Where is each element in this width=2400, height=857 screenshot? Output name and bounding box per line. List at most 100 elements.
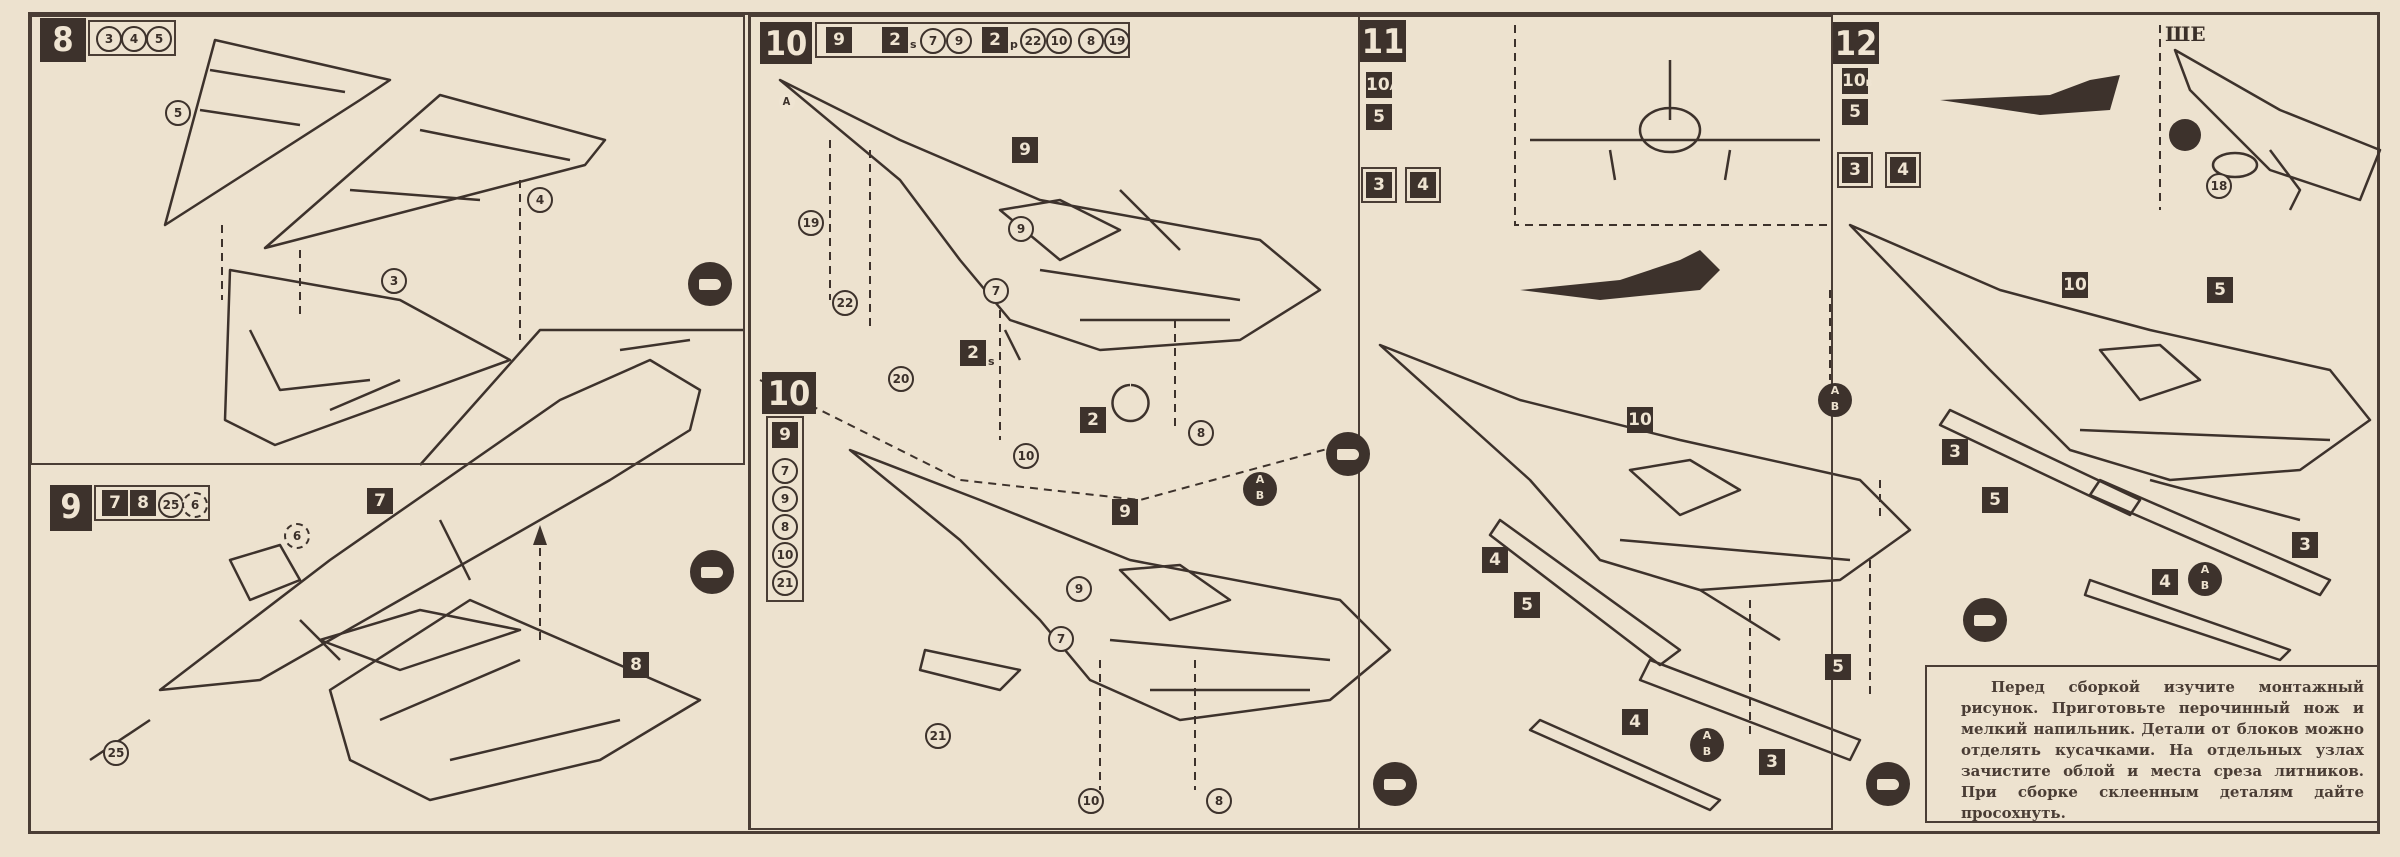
- part-8: 8: [1078, 28, 1104, 54]
- callout-3: 3: [381, 268, 407, 294]
- step-12-number: 12: [1833, 22, 1879, 64]
- list-part-9: 9: [772, 486, 798, 512]
- wing-part-4: [263, 93, 607, 250]
- instruction-sheet: [28, 12, 2380, 834]
- glue-tube-icon: [688, 262, 732, 306]
- fuselage-drawing: [89, 338, 702, 802]
- list-subassembly-4: 4: [1405, 167, 1441, 203]
- callout-5b: 5: [1825, 654, 1851, 680]
- subassembly-2p: 2: [982, 27, 1008, 53]
- callout-4b: 4: [1622, 709, 1648, 735]
- glue-tube-icon: [1326, 432, 1370, 476]
- aircraft-12-drawing: [1848, 223, 2372, 662]
- glue-tube-icon: [690, 550, 734, 594]
- aircraft-11-drawing: [1378, 343, 1912, 812]
- list-part-21: 21: [772, 570, 798, 596]
- front-view-drawing: [1530, 60, 1820, 181]
- step-9-number: 9: [50, 485, 92, 531]
- callout-8: 8: [1206, 788, 1232, 814]
- callout-9: 9: [1012, 137, 1038, 163]
- callout-10: 10: [1627, 407, 1653, 433]
- callout-22: 22: [832, 290, 858, 316]
- part-19: 19: [1104, 28, 1130, 54]
- part-10: 10: [1046, 28, 1072, 54]
- glue-tube-icon: [1373, 762, 1417, 806]
- wing-part-3: [223, 268, 512, 447]
- callout-3: 3: [1942, 439, 1968, 465]
- suffix-s: s: [910, 38, 917, 51]
- list-subassembly-4: 4: [1885, 152, 1921, 188]
- step-10a-parts: [815, 22, 1130, 58]
- callout-4: 4: [1482, 547, 1508, 573]
- callout-4: 4: [2152, 569, 2178, 595]
- callout-2s: 2: [960, 340, 986, 366]
- callout-6: 6: [284, 523, 310, 549]
- side-silhouette-12: [1940, 75, 2120, 115]
- list-subassembly-5: 5: [1842, 99, 1868, 125]
- callout-3: 3: [1759, 749, 1785, 775]
- callout-4: 4: [527, 187, 553, 213]
- callout-20: 20: [888, 366, 914, 392]
- list-part-10: 10: [772, 542, 798, 568]
- callout-25: 25: [103, 740, 129, 766]
- list-part-8: 8: [772, 514, 798, 540]
- part-3: 3: [96, 26, 122, 52]
- callout-5: 5: [165, 100, 191, 126]
- callout-5b: 5: [1982, 487, 2008, 513]
- list-part-7: 7: [772, 458, 798, 484]
- part-9: 9: [946, 28, 972, 54]
- step-8-panel: [30, 15, 745, 465]
- callout-3b: 3: [2292, 532, 2318, 558]
- part-7: 7: [920, 28, 946, 54]
- step-11-panel: [1358, 15, 1833, 830]
- aircraft-10b-drawing: [848, 448, 1392, 790]
- callout-5: 5: [2207, 277, 2233, 303]
- callout-7: 7: [983, 278, 1009, 304]
- step-10a-number: 10A: [760, 22, 812, 110]
- aircraft-10a-drawing: [778, 78, 1322, 440]
- callout-7: 7: [367, 488, 393, 514]
- subassembly-8: 8: [130, 490, 156, 516]
- subassembly-7: 7: [102, 490, 128, 516]
- list-subassembly-3: 3: [1837, 152, 1873, 188]
- callout-8: 8: [623, 652, 649, 678]
- callout-9: 9: [1066, 576, 1092, 602]
- callout-2: 2: [1080, 407, 1106, 433]
- callout-5: 5: [1514, 592, 1540, 618]
- callout-9: 9: [1112, 499, 1138, 525]
- part-4: 4: [121, 26, 147, 52]
- list-subassembly-9: 9: [772, 422, 798, 448]
- subassembly-2s: 2: [882, 27, 908, 53]
- glue-tube-icon: [1963, 598, 2007, 642]
- callout-9: 9: [1008, 216, 1034, 242]
- subassembly-9: 9: [826, 27, 852, 53]
- list-subassembly-10a: 10A: [1366, 72, 1397, 98]
- inset-label: ШЕ: [2165, 22, 2206, 46]
- callout-10: 10: [2062, 272, 2088, 298]
- step-11-number: 11: [1360, 20, 1406, 62]
- callout-10: 10: [1078, 788, 1104, 814]
- part-5: 5: [146, 26, 172, 52]
- suffix-p: p: [1010, 38, 1018, 51]
- callout-8: 8: [1188, 420, 1214, 446]
- inset-part-18: 18: [2206, 173, 2232, 199]
- part-22: 22: [1020, 28, 1046, 54]
- assembly-instructions-note: Перед сборкой изучите монтажный рисунок.…: [1925, 665, 2380, 823]
- callout-10: 10: [1013, 443, 1039, 469]
- part-6: 6: [182, 492, 208, 518]
- part-25: 25: [158, 492, 184, 518]
- wing-part-5: [163, 38, 392, 227]
- list-subassembly-10b: 10B: [1842, 68, 1873, 94]
- inset-nose-gear-drawing: [2169, 48, 2382, 211]
- callout-suffix-s: s: [988, 355, 995, 368]
- callout-7: 7: [1048, 626, 1074, 652]
- callout-19: 19: [798, 210, 824, 236]
- list-subassembly-3: 3: [1361, 167, 1397, 203]
- list-subassembly-5: 5: [1366, 104, 1392, 130]
- glue-tube-icon: [1866, 762, 1910, 806]
